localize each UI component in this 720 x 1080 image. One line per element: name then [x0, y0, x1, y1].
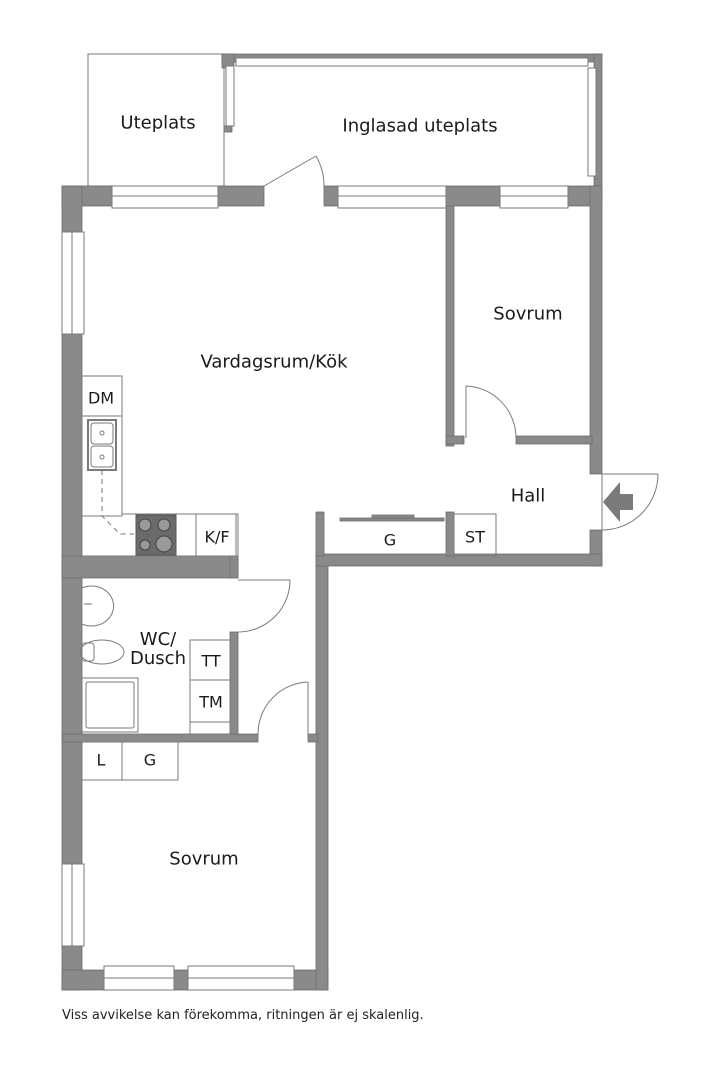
room-label-wc-dusch: WC/ Dusch — [130, 629, 186, 669]
fixture-label-tt: TT — [201, 651, 221, 671]
sink-icon — [87, 419, 117, 471]
kitchen-fixtures — [81, 375, 239, 557]
room-label-dusch: Dusch — [130, 648, 186, 669]
toilet-icon — [79, 639, 125, 665]
room-label-vardagsrum-kok: Vardagsrum/Kök — [200, 351, 348, 373]
shower-icon — [81, 677, 139, 733]
fixture-label-l: L — [96, 750, 106, 770]
room-label-wc: WC/ — [139, 629, 177, 651]
fixture-label-dm: DM — [87, 388, 115, 408]
bathroom-fixtures — [79, 585, 231, 735]
windows — [61, 185, 569, 991]
room-label-sovrum-top: Sovrum — [493, 303, 563, 325]
glazed-patio — [221, 53, 603, 187]
exterior-walls — [61, 185, 603, 991]
room-label-sovrum-bottom: Sovrum — [169, 848, 239, 870]
fixture-label-st: ST — [465, 527, 485, 547]
room-label-uteplats: Uteplats — [120, 112, 196, 134]
fixture-label-g-bedroom: G — [143, 750, 157, 770]
entry-arrow-icon — [603, 482, 633, 522]
disclaimer-footnote: Viss avvikelse kan förekomma, ritningen … — [62, 1008, 424, 1023]
room-label-hall: Hall — [510, 485, 546, 507]
fixture-label-tm: TM — [199, 692, 223, 712]
fixture-label-g-hall: G — [383, 530, 397, 550]
fixture-label-kf: K/F — [204, 527, 230, 547]
room-label-inglasad-uteplats: Inglasad uteplats — [342, 115, 498, 137]
doors — [237, 155, 659, 735]
